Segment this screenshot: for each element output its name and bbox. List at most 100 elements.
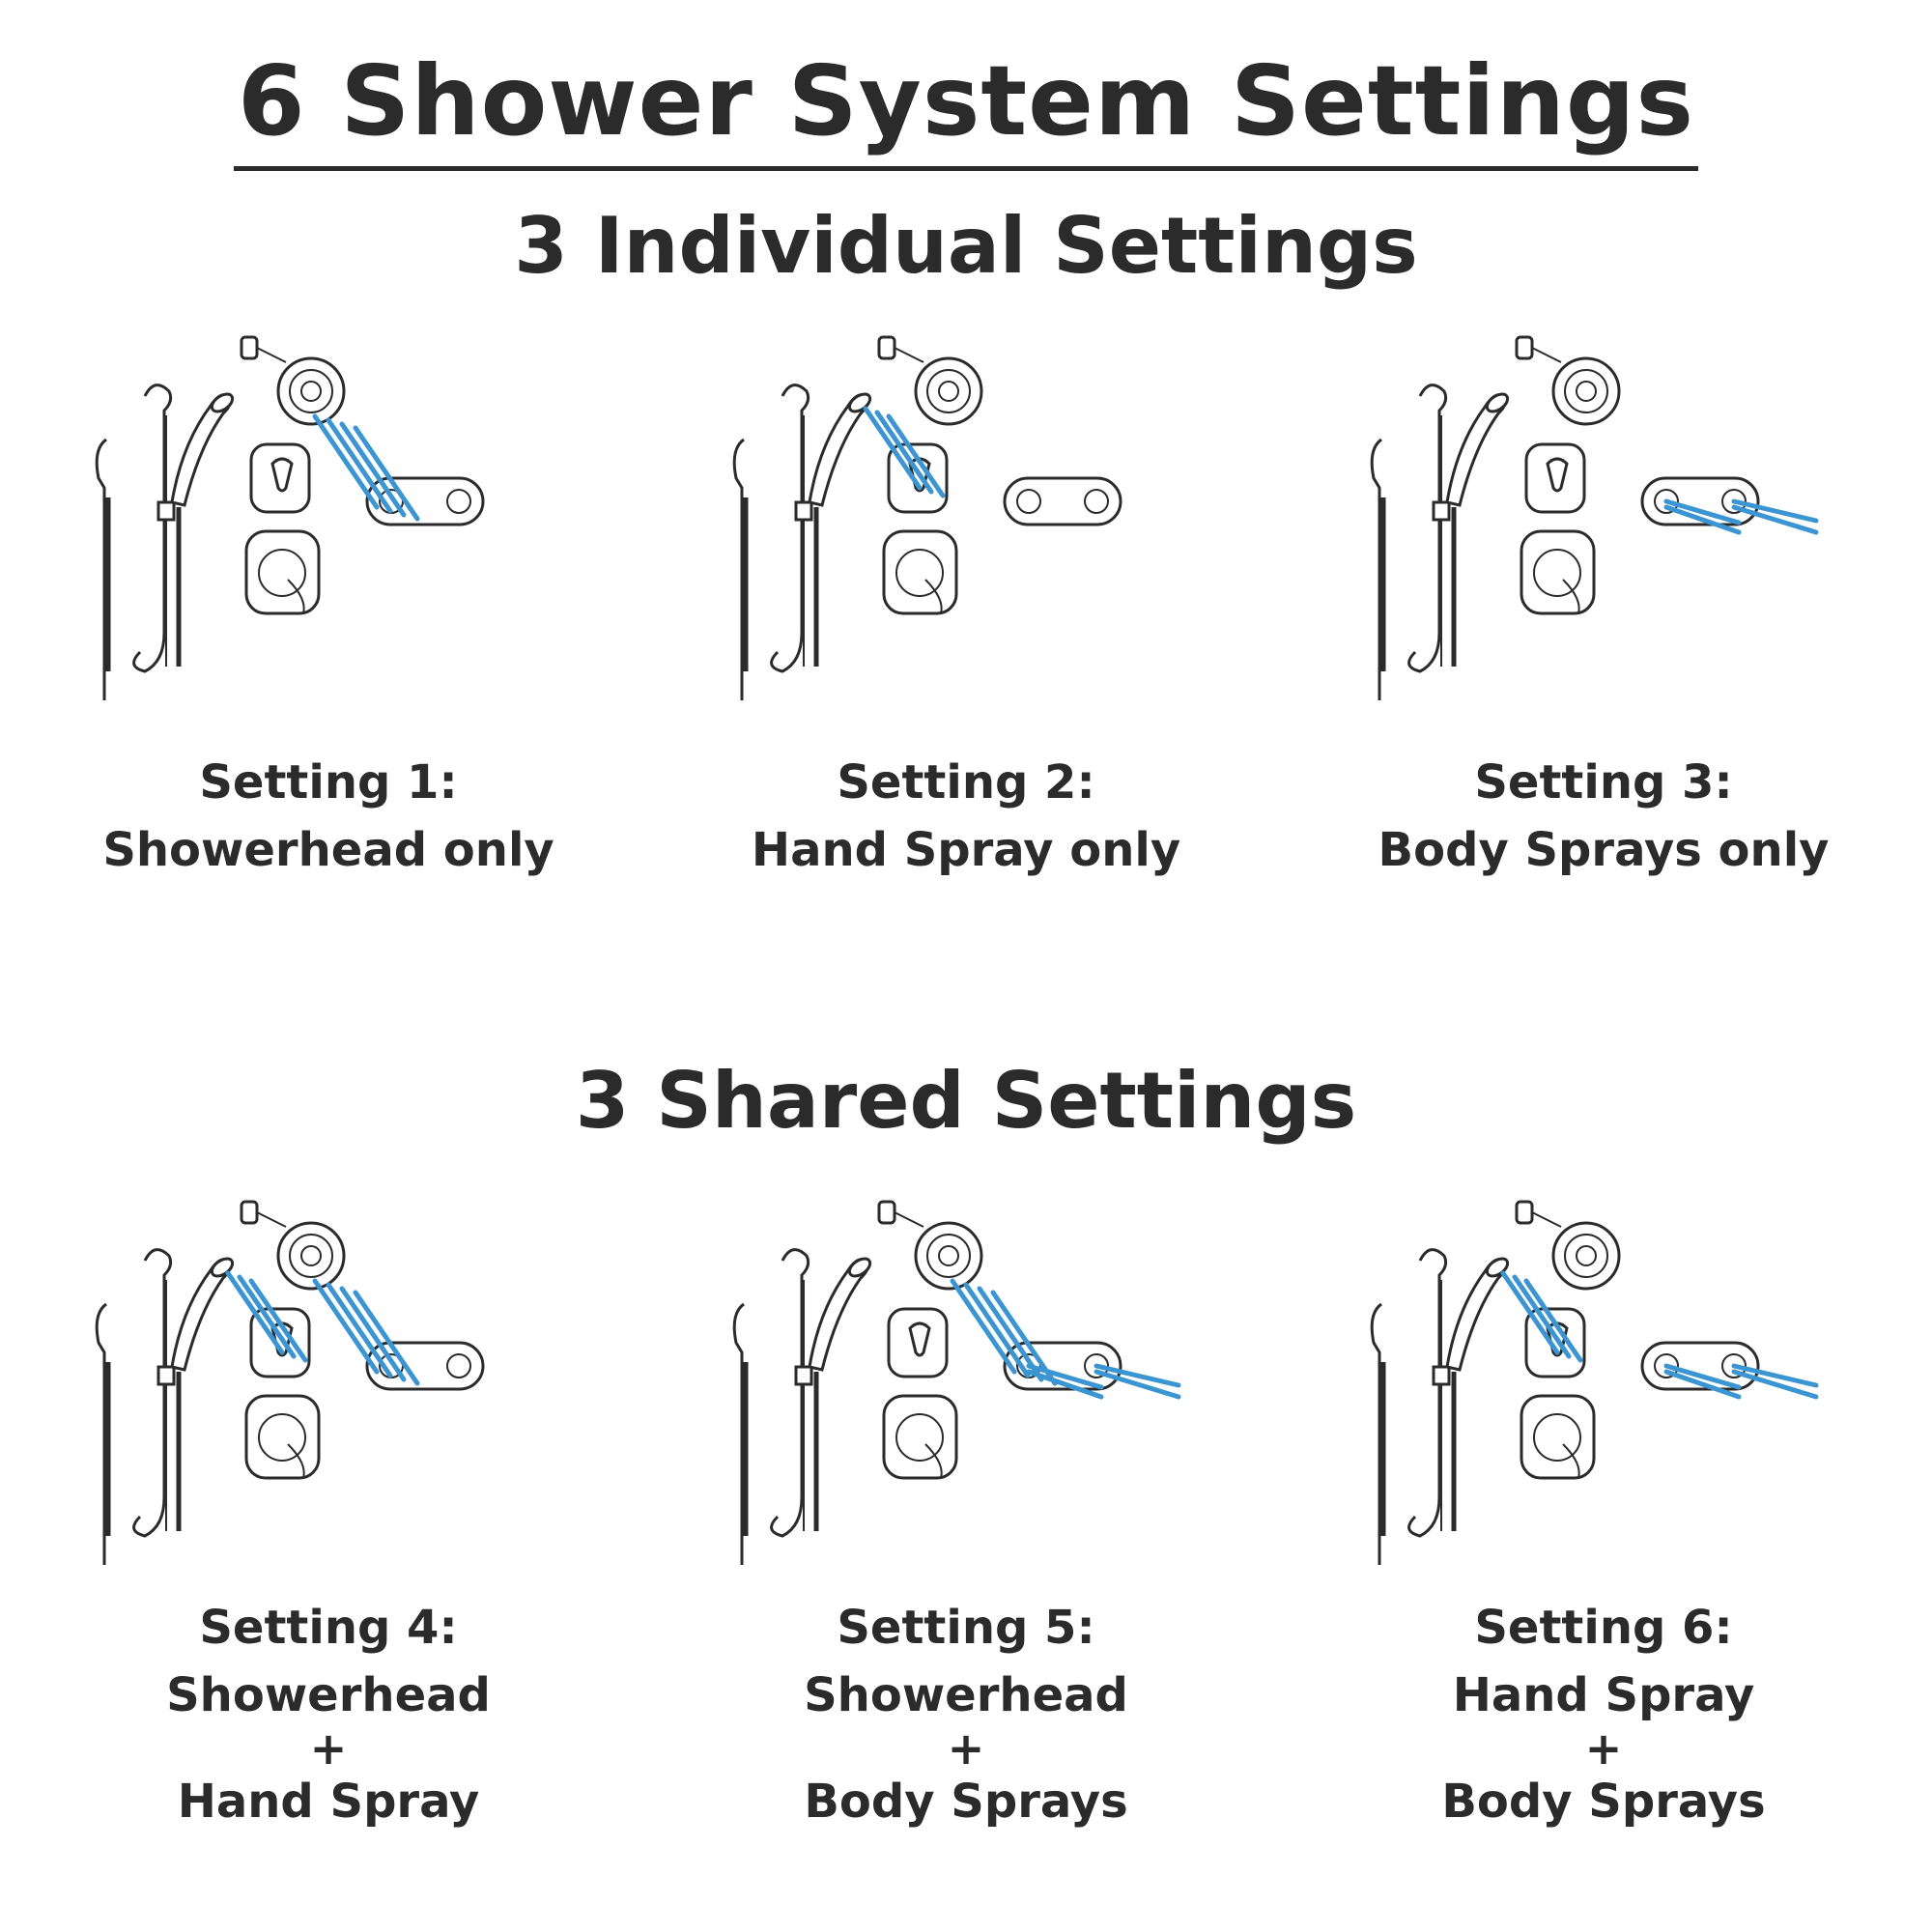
setting-description: Hand Spray only — [751, 823, 1181, 877]
setting-card-2: Setting 2: Hand Spray only — [638, 333, 1294, 884]
diverter-valve-icon — [882, 529, 958, 615]
slide-bar-icon — [132, 1248, 176, 1538]
setting-description: Showerhead only — [102, 823, 554, 877]
shower-system-illustration — [95, 1200, 485, 1584]
setting-description: Body Sprays — [804, 1775, 1128, 1829]
hose-icon — [95, 1302, 111, 1584]
hand-spray-water-stream — [1512, 1274, 1572, 1359]
setting-caption: Setting 2: Hand Spray only — [638, 749, 1294, 884]
shower-system-illustration — [95, 335, 485, 720]
hose-icon — [732, 1302, 749, 1584]
setting-description: Hand Spray — [177, 1775, 480, 1829]
setting-description: Hand Spray — [1452, 1668, 1755, 1722]
body-sprays-icon — [1640, 476, 1760, 526]
shower-system-illustration — [732, 335, 1122, 720]
setting-caption: Setting 5: Showerhead + Body Sprays — [638, 1594, 1294, 1835]
showerhead-water-stream — [312, 413, 380, 510]
body-spray-water-stream — [1731, 1369, 1819, 1400]
shower-system-illustration — [1370, 1200, 1819, 1584]
shared-settings-heading: 3 Shared Settings — [575, 1056, 1357, 1146]
hose-icon — [1370, 438, 1386, 720]
hand-spray-water-stream — [874, 410, 934, 495]
setting-diagram — [1333, 333, 1874, 720]
setting-card-6: Setting 6: Hand Spray + Body Sprays — [1275, 1198, 1932, 1835]
hose-icon — [1370, 1302, 1386, 1584]
body-spray-water-stream — [1026, 1369, 1104, 1400]
showerhead-icon — [877, 335, 983, 426]
setting-card-5: Setting 5: Showerhead + Body Sprays — [638, 1198, 1294, 1835]
hand-spray-icon — [170, 1257, 235, 1531]
hand-spray-water-stream — [886, 413, 946, 498]
showerhead-water-stream — [312, 1278, 380, 1375]
setting-label: Setting 4: — [199, 1601, 458, 1655]
hand-spray-water-stream — [1523, 1278, 1583, 1363]
hand-spray-water-stream — [225, 1270, 285, 1355]
showerhead-water-stream — [353, 1290, 420, 1386]
setting-description: Showerhead — [804, 1668, 1128, 1722]
body-spray-water-stream — [1731, 1363, 1819, 1388]
showerhead-water-stream — [353, 425, 420, 522]
setting-label: Setting 3: — [1474, 755, 1733, 810]
showerhead-icon — [1515, 335, 1621, 426]
hand-spray-icon — [170, 392, 235, 667]
hand-spray-water-stream — [237, 1274, 297, 1359]
showerhead-water-stream — [339, 421, 407, 518]
showerhead-water-stream — [339, 1286, 407, 1382]
diverter-valve-icon — [244, 529, 321, 615]
showerhead-water-stream — [326, 1282, 393, 1378]
setting-caption: Setting 3: Body Sprays only — [1275, 749, 1932, 884]
individual-settings-heading: 3 Individual Settings — [514, 201, 1418, 291]
plus-sign: + — [309, 1722, 348, 1775]
hand-spray-icon — [808, 392, 872, 667]
slide-bar-icon — [1407, 384, 1451, 673]
water-streams — [950, 1278, 1181, 1400]
diverter-valve-icon — [1520, 529, 1596, 615]
page-title: 6 Shower System Settings — [0, 39, 1932, 171]
setting-caption: Setting 6: Hand Spray + Body Sprays — [1275, 1594, 1932, 1835]
body-spray-water-stream — [1094, 1363, 1181, 1388]
body-sprays-icon — [1640, 1341, 1760, 1391]
showerhead-water-stream — [326, 417, 393, 514]
hand-spray-icon — [1445, 1257, 1510, 1531]
plus-sign: + — [947, 1722, 985, 1775]
slide-bar-icon — [770, 384, 813, 673]
setting-diagram — [58, 1198, 599, 1584]
showerhead-icon — [1515, 1200, 1621, 1291]
body-spray-water-stream — [1663, 1363, 1742, 1390]
setting-diagram — [696, 333, 1236, 720]
body-sprays-icon — [1003, 476, 1122, 526]
body-spray-water-stream — [1094, 1369, 1181, 1400]
showerhead-icon — [240, 1200, 346, 1291]
setting-label: Setting 2: — [837, 755, 1095, 810]
setting-label: Setting 5: — [837, 1601, 1095, 1655]
water-streams — [863, 406, 946, 498]
hand-spray-water-stream — [248, 1278, 308, 1363]
showerhead-icon — [877, 1200, 983, 1291]
showerhead-water-stream — [963, 1282, 1031, 1378]
body-spray-water-stream — [1731, 504, 1819, 535]
body-spray-water-stream — [1731, 498, 1819, 524]
diverter-valve-icon — [882, 1394, 958, 1480]
setting-label: Setting 6: — [1474, 1601, 1733, 1655]
setting-caption: Setting 1: Showerhead only — [0, 749, 657, 884]
volume-control-icon — [887, 1307, 949, 1378]
body-spray-water-stream — [1663, 498, 1742, 526]
water-streams — [312, 413, 420, 522]
setting-card-4: Setting 4: Showerhead + Hand Spray — [0, 1198, 657, 1835]
hand-spray-icon — [1445, 392, 1510, 667]
hand-spray-water-stream — [1500, 1270, 1560, 1355]
showerhead-water-stream — [950, 1278, 1017, 1375]
slide-bar-icon — [770, 1248, 813, 1538]
body-spray-water-stream — [1663, 504, 1742, 535]
showerhead-icon — [240, 335, 346, 426]
water-streams — [225, 1270, 420, 1386]
diverter-valve-icon — [1520, 1394, 1596, 1480]
hose-icon — [732, 438, 749, 720]
water-streams — [1663, 498, 1819, 535]
body-spray-water-stream — [1663, 1369, 1742, 1400]
setting-card-3: Setting 3: Body Sprays only — [1275, 333, 1932, 884]
volume-control-icon — [249, 442, 311, 514]
water-streams — [1500, 1270, 1819, 1400]
diverter-valve-icon — [244, 1394, 321, 1480]
setting-description: Body Sprays only — [1378, 823, 1830, 877]
